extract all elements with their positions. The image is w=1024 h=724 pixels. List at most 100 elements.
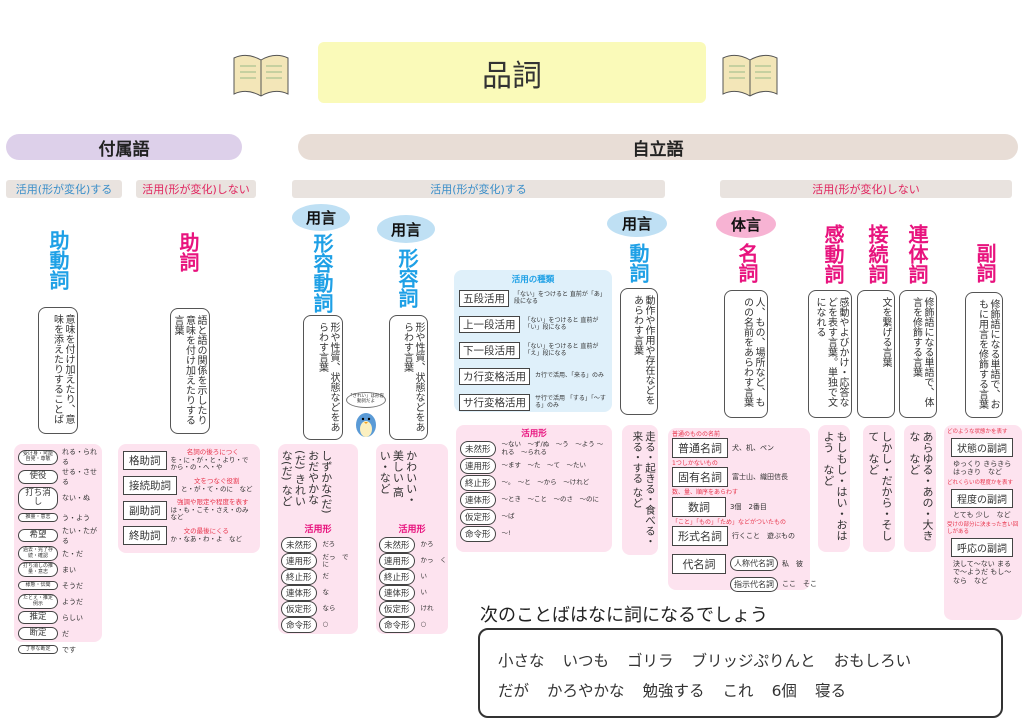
setsuzokushi-examples: しかし・だから・そして など bbox=[863, 425, 895, 552]
yogen-label: 用言 bbox=[377, 215, 435, 243]
meaning-label: 過去・完了存続・確認 bbox=[18, 546, 58, 562]
fukushi-note: どれくらいの程度かを表す bbox=[947, 480, 1014, 487]
meaning-label: 受け身・可能自発・尊敬 bbox=[18, 449, 58, 465]
joshi-detail: 文をつなぐ役割と・が・て・のに など bbox=[181, 476, 253, 494]
jodoshi-row: 丁寧な断定です bbox=[18, 642, 98, 658]
meishi-row: 指示代名詞ここ そこ bbox=[730, 576, 817, 592]
joshi-row: 接続助詞文をつなぐ役割と・が・て・のに など bbox=[123, 473, 255, 498]
yogen-label: 用言 bbox=[292, 204, 350, 231]
form-ending: 〜ない 〜ず/ぬ 〜う 〜よう 〜れる 〜られる bbox=[501, 440, 604, 456]
forms-title: 活用形 bbox=[521, 429, 547, 439]
fukushi-examples: とても 少し など bbox=[953, 510, 1011, 519]
form-row: 未然形だろ bbox=[281, 537, 358, 553]
heading-jodoshi: 助動詞 bbox=[46, 230, 70, 290]
meishi-row: 普通名詞犬、机、ペン bbox=[672, 438, 806, 459]
taigen-label: 体言 bbox=[716, 210, 776, 238]
form-ending: 〜ます 〜た 〜て 〜たい bbox=[501, 460, 587, 469]
jiritsu-katsuyo-shinai: 活用(形が変化)しない bbox=[720, 180, 1012, 198]
heading-kandoshi: 感動詞 bbox=[821, 224, 845, 284]
katsuyo-type-rule: 「ない」をつけると 直前が「い」段になる bbox=[524, 316, 599, 331]
jodoshi-row: 打ち消しない・ぬ bbox=[18, 487, 98, 510]
fuzoku-katsuyo-suru: 活用(形が変化)する bbox=[6, 180, 122, 198]
katsuyo-type-name: サ行変格活用 bbox=[459, 393, 530, 411]
page-title: 品詞 bbox=[318, 42, 706, 103]
fukushi-panel: どのような状態かを表す状態の副詞ゆっくり きらきら はっきり などどれくらいの程… bbox=[944, 425, 1022, 620]
jodoshi-form: たい・たがる bbox=[62, 526, 97, 545]
meishi-row: 形式名詞行くこと 遊ぶもの bbox=[672, 525, 806, 546]
form-name: 連用形 bbox=[379, 553, 415, 569]
answer-word: 寝る bbox=[814, 682, 846, 700]
meaning-label: 打ち消し bbox=[18, 487, 58, 510]
answer-word: おもしろい bbox=[833, 652, 912, 670]
penguin-icon bbox=[356, 413, 376, 437]
answer-word: ゴリラ bbox=[627, 652, 674, 670]
meaning-label: 断定 bbox=[18, 627, 58, 641]
form-name: 終止形 bbox=[379, 569, 415, 585]
form-ending: 〜ば bbox=[501, 511, 515, 520]
joshi-examples: か・なあ・わ・よ など bbox=[170, 534, 243, 543]
form-row: 連体形い bbox=[379, 585, 448, 601]
jodoshi-form: う・よう bbox=[62, 513, 90, 522]
form-name: 命令形 bbox=[460, 525, 496, 542]
jodoshi-form: らしい bbox=[62, 613, 83, 622]
fukushi-examples: 決して〜ない まるで〜ようだ もし〜なら など bbox=[953, 559, 1012, 586]
joshi-note: 文の最後にくる bbox=[183, 526, 229, 535]
meishi-type: 代名詞 bbox=[672, 553, 726, 574]
joshi-detail: 名詞の後ろにつくを・に・が・と・より・で から・の・へ・や bbox=[171, 448, 256, 472]
form-ending: だっ で に bbox=[322, 552, 356, 568]
form-name: 終止形 bbox=[460, 474, 496, 491]
jodoshi-panel: 受け身・可能自発・尊敬れる・られる使役せる・させる打ち消しない・ぬ推量・意志う・… bbox=[14, 444, 102, 655]
joshi-row: 副助詞強調や限定や程度を表すは・も・こそ・さえ・のみ など bbox=[123, 498, 255, 523]
meaning-label: 使役 bbox=[18, 470, 58, 484]
form-row: 命令形○ bbox=[281, 617, 358, 633]
group-fuzokugo: 付属語 bbox=[6, 134, 242, 160]
jodoshi-row: 推定らしい bbox=[18, 610, 98, 626]
katsuyo-type-rule: サ行で活用 「する」「〜する」のみ bbox=[535, 394, 606, 409]
yogen-label: 用言 bbox=[607, 210, 667, 237]
pronoun-examples: 私 彼 bbox=[782, 559, 803, 568]
form-name: 連用形 bbox=[281, 553, 317, 569]
jodoshi-form: ようだ bbox=[62, 597, 83, 606]
meaning-label: 様態・伝聞 bbox=[18, 580, 58, 591]
katsuyo-type-row: 五段活用「ない」をつけると 直前が「あ」段になる bbox=[459, 285, 607, 311]
form-row: 命令形○ bbox=[379, 617, 448, 633]
joshi-type: 終助詞 bbox=[123, 526, 167, 545]
form-ending: 〜! bbox=[501, 528, 511, 537]
joshi-note: 文をつなぐ役割 bbox=[194, 476, 240, 485]
jodoshi-row: 使役せる・させる bbox=[18, 467, 98, 487]
form-row: 仮定形なら bbox=[281, 601, 358, 617]
meishi-note: 数、量、順序をあらわす bbox=[672, 489, 739, 497]
form-ending: 〜。 〜と 〜から 〜けれど bbox=[501, 477, 590, 486]
form-row: 仮定形〜ば bbox=[460, 508, 608, 525]
meishi-examples: 犬、机、ペン bbox=[732, 444, 774, 453]
meishi-type: 普通名詞 bbox=[672, 438, 728, 459]
fukushi-type: 呼応の副詞 bbox=[951, 537, 1013, 557]
form-ending: な bbox=[322, 588, 330, 597]
meaning-label: 打ち消しの推量・意志 bbox=[18, 562, 58, 578]
group-jiritsugo: 自立語 bbox=[298, 134, 1018, 160]
keiyoshi-examples: かわいい・美しい 高い・など bbox=[378, 450, 418, 505]
meaning-label: 丁寧な断定 bbox=[18, 644, 58, 655]
meaning-label: たとえ・推定例示 bbox=[18, 594, 58, 610]
meishi-examples: 行くこと 遊ぶもの bbox=[732, 531, 795, 540]
heading-fukushi: 副詞 bbox=[973, 243, 997, 283]
answer-word: 小さな bbox=[498, 652, 545, 670]
keiyoshi-panel: かわいい・美しい 高い・など 活用形 未然形かろ連用形かっ く終止形い連体形い仮… bbox=[376, 444, 448, 634]
fukushi-type: 状態の副詞 bbox=[951, 437, 1013, 457]
fukushi-examples: ゆっくり きらきら はっきり など bbox=[953, 459, 1012, 477]
form-name: 命令形 bbox=[281, 617, 317, 633]
katsuyo-type-rule: 「ない」をつけると 直前が「え」段になる bbox=[524, 342, 599, 357]
joshi-examples: と・が・て・のに など bbox=[181, 484, 253, 493]
jodoshi-form: れる・られる bbox=[62, 448, 97, 466]
desc-doshi: 動作や作用や存在などをあらわす言葉 bbox=[620, 288, 658, 415]
joshi-type: 格助詞 bbox=[123, 451, 167, 470]
form-row: 連用形かっ く bbox=[379, 553, 448, 569]
form-row: 命令形〜! bbox=[460, 525, 608, 542]
form-name: 連体形 bbox=[379, 585, 415, 601]
meishi-row: 固有名詞富士山、織田信長 bbox=[672, 467, 806, 488]
answer-word: ブリッジぷりんと bbox=[691, 652, 816, 670]
form-ending: ○ bbox=[420, 620, 427, 629]
pronoun-type: 人称代名詞 bbox=[730, 556, 778, 572]
open-book-icon bbox=[722, 54, 778, 97]
desc-meishi: 人、もの、場所など、ものの名前をあらわす言葉 bbox=[724, 290, 768, 418]
